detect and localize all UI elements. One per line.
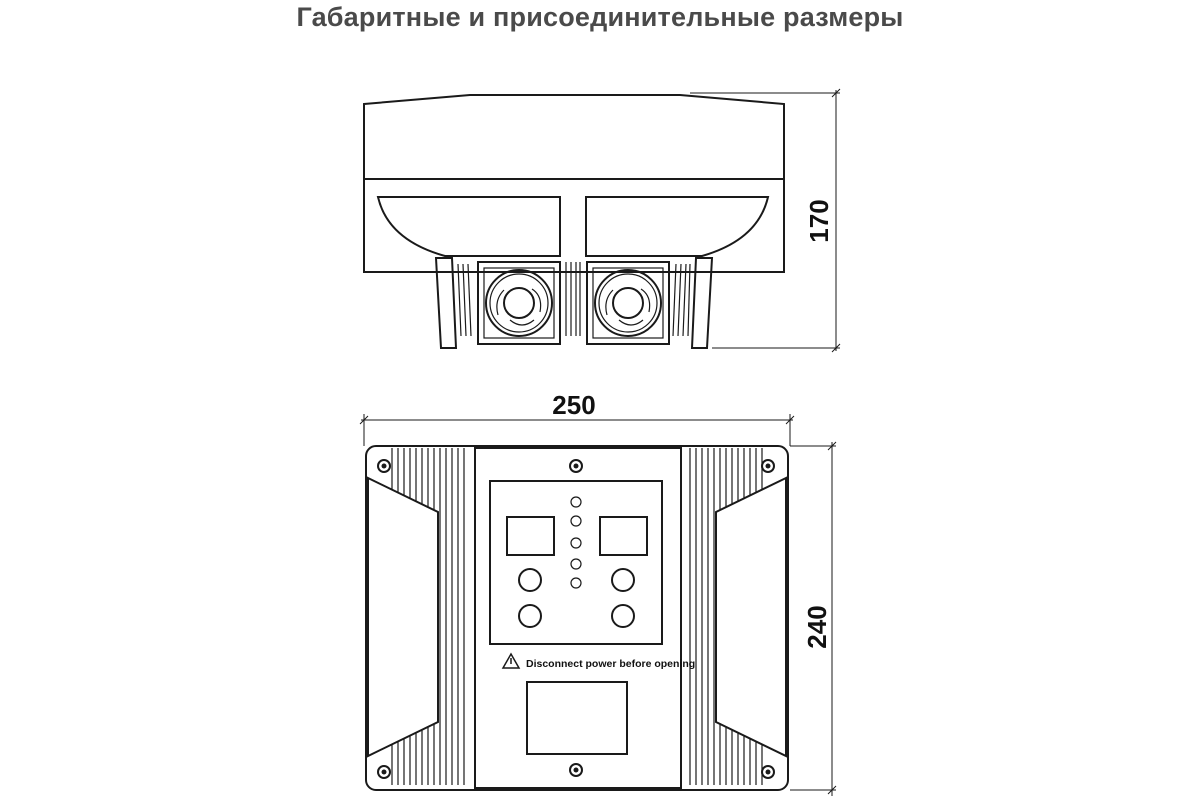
side-view: 170 [363,88,841,353]
dimension-width-front: 250 [359,390,795,446]
screw-icon [761,765,775,779]
side-housing [363,94,785,273]
indicator-leds [570,496,582,589]
screw-icon [761,459,775,473]
page-title: Габаритные и присоединительные размеры [296,2,904,32]
dimension-height-side: 170 [690,88,841,353]
dimension-height-front: 240 [790,441,837,796]
side-fins [457,262,691,337]
panel-button-left-bottom [518,604,542,628]
dimension-label-240: 240 [802,605,832,648]
screw-icon [569,763,583,777]
panel-button-right-bottom [611,604,635,628]
front-left-side-panel [367,476,439,758]
side-right-leg [690,257,714,349]
side-right-cover [585,196,770,257]
dimension-label-250: 250 [552,390,595,420]
screw-icon [377,459,391,473]
side-left-leg [434,257,458,349]
side-left-cover [376,196,561,257]
lower-window [526,681,628,755]
fan-icon [477,261,561,345]
panel-button-right-top [611,568,635,592]
front-right-side-panel [715,476,787,758]
screw-icon [569,459,583,473]
warning-triangle-icon [501,652,521,669]
front-cover [474,447,682,789]
display-right [599,516,648,556]
control-panel [489,480,663,645]
display-left [506,516,555,556]
dimension-label-170: 170 [804,199,834,242]
fan-icon [586,261,670,345]
front-view: 250 [359,390,837,796]
front-housing [365,445,789,791]
warning-text: Disconnect power before opening [526,658,695,670]
screw-icon [377,765,391,779]
panel-button-left-top [518,568,542,592]
